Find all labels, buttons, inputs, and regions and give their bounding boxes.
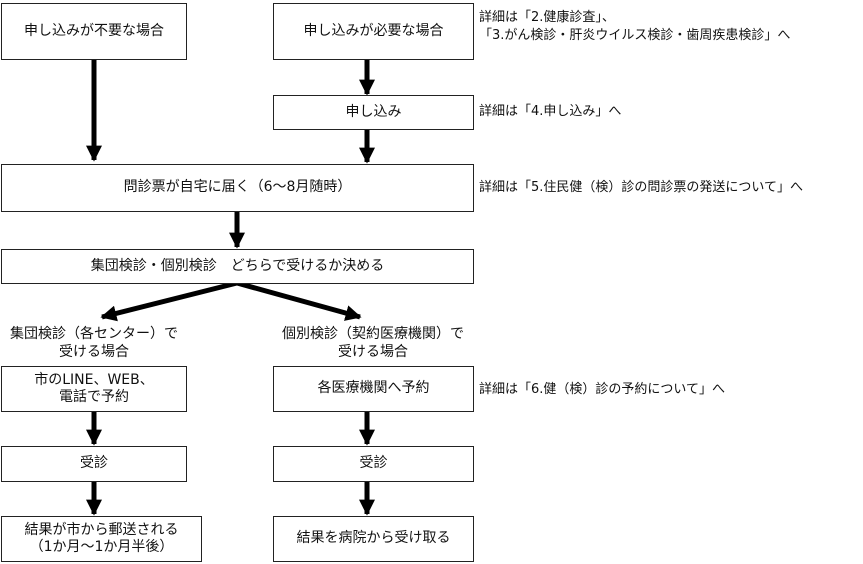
- apply-box: 申し込み: [273, 95, 474, 130]
- required-box: 申し込みが必要な場合: [273, 3, 474, 60]
- group-caption: 集団検診（各センター）で 受ける場合: [10, 326, 178, 361]
- apply-note: 詳細は「4.申し込み」へ: [479, 104, 622, 119]
- not-required-box: 申し込みが不要な場合: [1, 3, 187, 60]
- indiv-reserve-note: 詳細は「6.健（検）診の予約について」へ: [479, 382, 726, 397]
- arrow-decide-to-indiv: [236, 280, 362, 321]
- group-reserve-box: 市のLINE、WEB、 電話で予約: [1, 366, 187, 412]
- questionnaire-box: 問診票が自宅に届く（6～8月随時）: [1, 164, 474, 212]
- indiv-exam-box: 受診: [273, 446, 474, 482]
- required-note: 詳細は「2.健康診査」、 「3.がん検診・肝炎ウイルス検診・歯周疾患検診」へ: [479, 10, 791, 43]
- indiv-caption: 個別検診（契約医療機関）で 受ける場合: [282, 326, 464, 361]
- indiv-result-box: 結果を病院から受け取る: [273, 516, 474, 562]
- arrow-decide-to-group: [100, 280, 238, 322]
- group-result-box: 結果が市から郵送される （1か月～1か月半後）: [1, 516, 202, 562]
- decide-box: 集団検診・個別検診 どちらで受けるか決める: [1, 249, 474, 284]
- group-exam-box: 受診: [1, 446, 187, 482]
- indiv-reserve-box: 各医療機関へ予約: [273, 366, 474, 412]
- questionnaire-note: 詳細は「5.住民健（検）診の問診票の発送について」へ: [479, 180, 804, 195]
